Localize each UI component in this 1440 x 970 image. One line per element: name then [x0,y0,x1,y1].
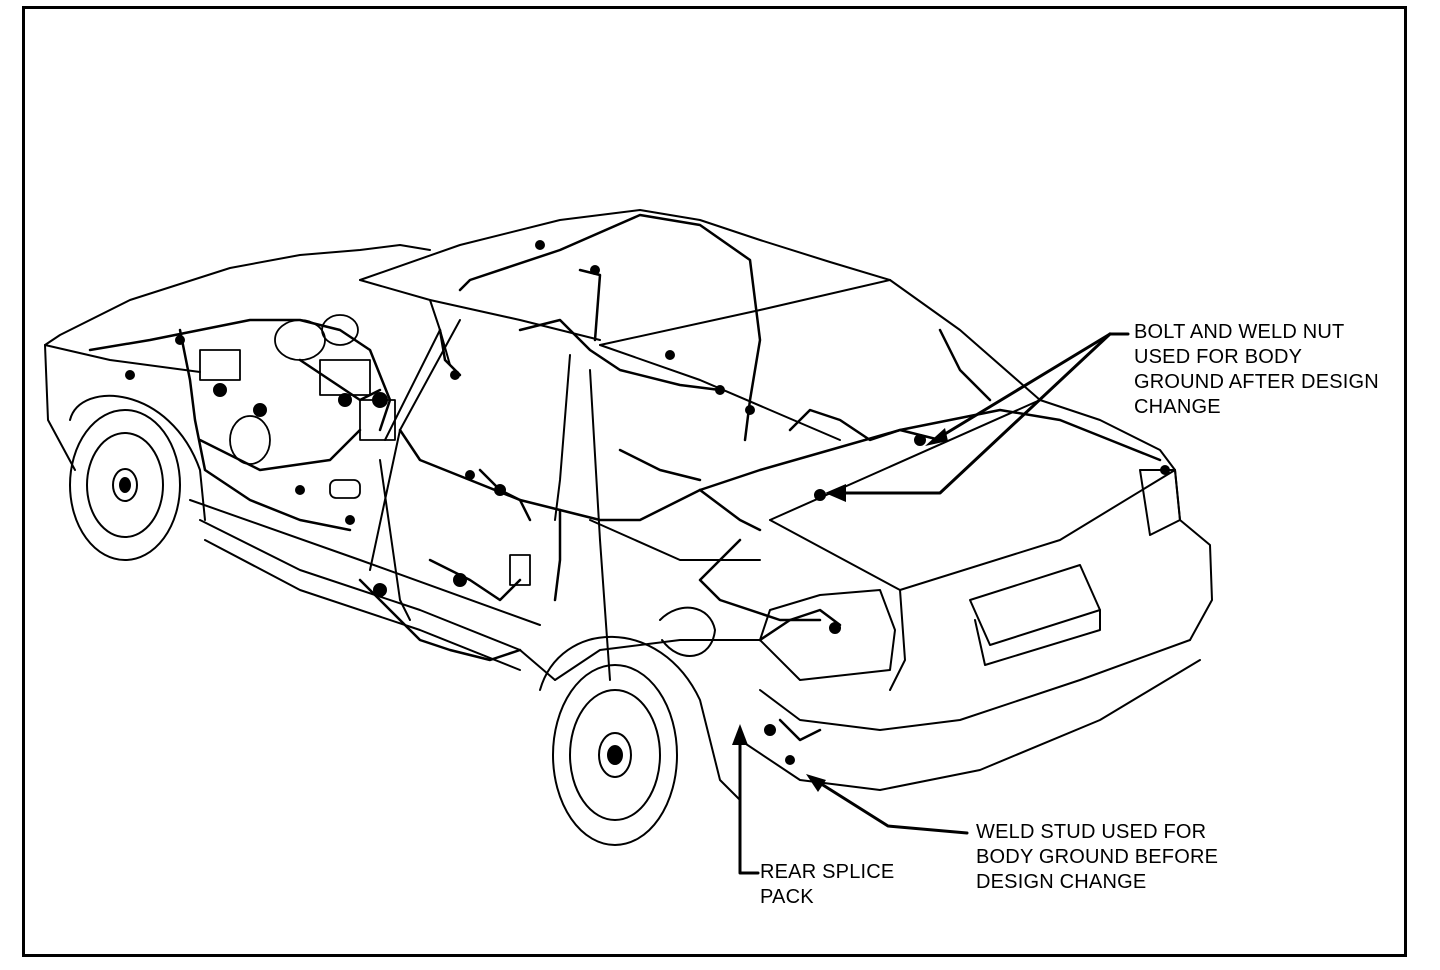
wiring-harness [88,213,1162,742]
engine-dash-detail [199,314,531,586]
callout-leaders [738,332,1130,875]
callout-bolt-weld-nut: BOLT AND WELD NUT USED FOR BODY GROUND A… [1134,321,1379,418]
arrowhead-bolt-upper [925,428,948,446]
front-wheel [69,409,181,561]
rear-wheel [552,664,678,846]
car-body [44,209,1213,801]
arrowhead-splice [732,724,748,745]
arrowhead-weld-stud [806,774,826,792]
diagram-frame [22,6,1407,957]
callout-arrowheads [732,428,948,792]
callout-weld-stud: WELD STUD USED FOR BODY GROUND BEFORE DE… [976,821,1219,893]
arrowhead-bolt-lower [825,484,846,502]
callout-rear-splice-pack: REAR SPLICE PACK [760,861,895,908]
